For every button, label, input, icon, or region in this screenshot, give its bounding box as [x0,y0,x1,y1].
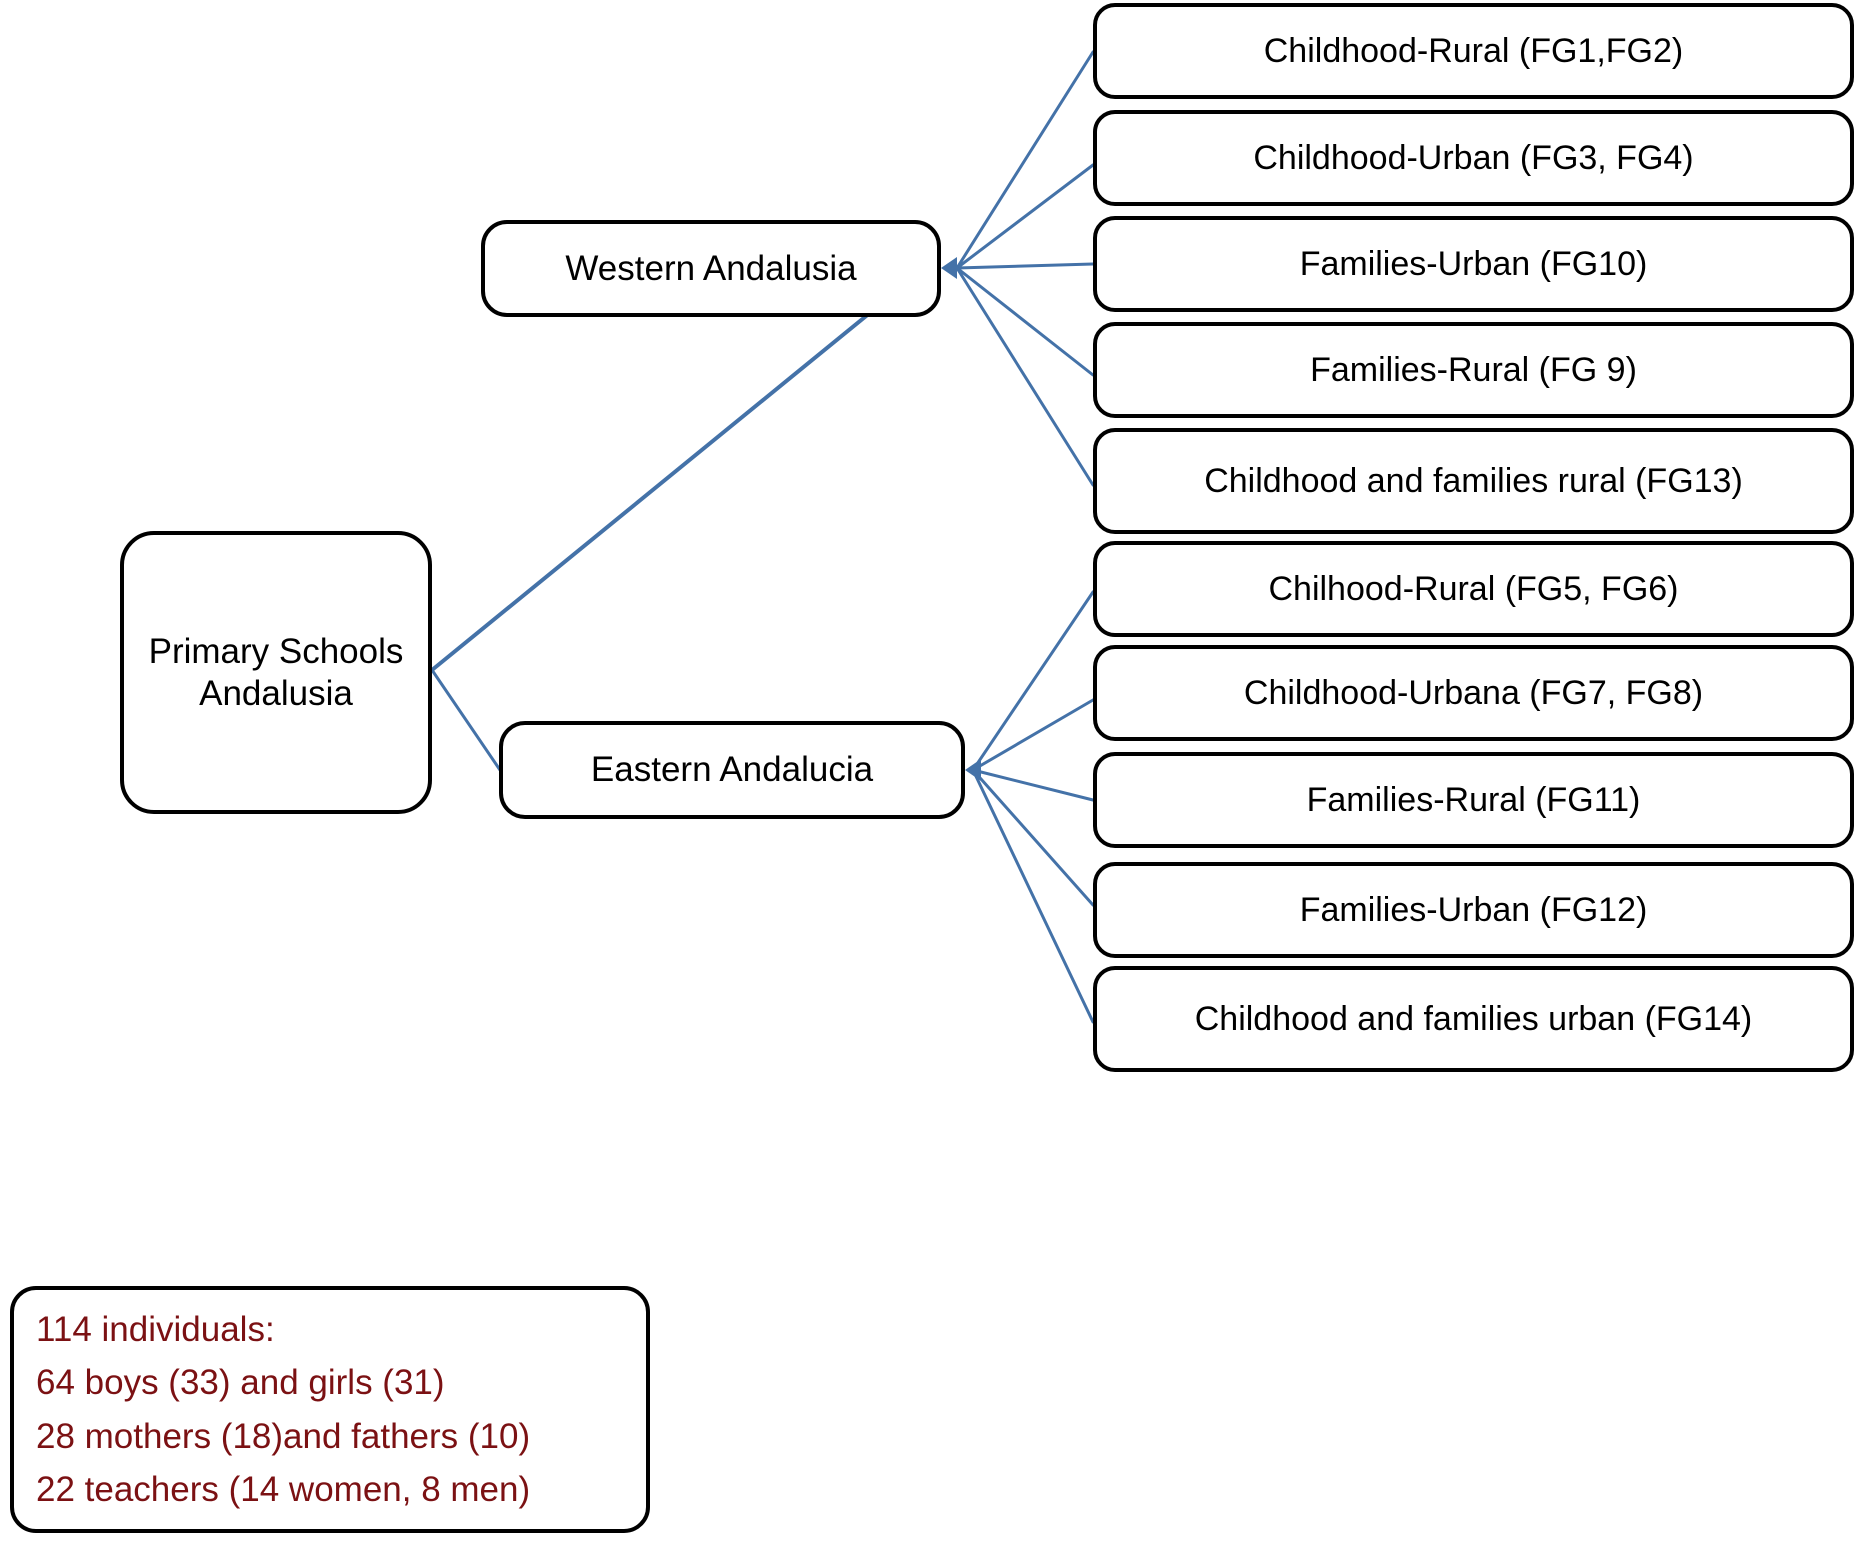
node-eastern-andalucia[interactable]: Eastern Andalucia [499,721,965,819]
legend-line-1: 64 boys (33) and girls (31) [36,1363,445,1403]
node-western-andalusia[interactable]: Western Andalusia [481,220,941,317]
node-fg13[interactable]: Childhood and families rural (FG13) [1093,428,1854,534]
node-label: Childhood-Urban (FG3, FG4) [1253,138,1694,177]
node-label: Eastern Andalucia [590,750,874,790]
node-label: Childhood and families urban (FG14) [1194,999,1753,1038]
node-fg9[interactable]: Families-Rural (FG 9) [1093,322,1854,418]
node-fg7-fg8[interactable]: Childhood-Urbana (FG7, FG8) [1093,645,1854,741]
node-label: Childhood and families rural (FG13) [1204,461,1743,500]
node-label: Families-Urban (FG12) [1299,890,1648,929]
node-label: Childhood-Urbana (FG7, FG8) [1243,673,1704,712]
legend-line-0: 114 individuals: [36,1310,275,1350]
participants-summary-box: 114 individuals: 64 boys (33) and girls … [10,1286,650,1533]
node-label: Families-Rural (FG 9) [1310,350,1637,389]
node-fg14[interactable]: Childhood and families urban (FG14) [1093,966,1854,1072]
node-fg12[interactable]: Families-Urban (FG12) [1093,862,1854,958]
node-fg5-fg6[interactable]: Chilhood-Rural (FG5, FG6) [1093,541,1854,637]
node-label: Chilhood-Rural (FG5, FG6) [1268,569,1679,608]
node-label: Families-Rural (FG11) [1306,780,1641,819]
node-primary-schools-andalusia[interactable]: Primary Schools Andalusia [120,531,432,814]
node-fg10[interactable]: Families-Urban (FG10) [1093,216,1854,312]
legend-line-2: 28 mothers (18)and fathers (10) [36,1416,531,1456]
node-label: Childhood-Rural (FG1,FG2) [1263,31,1684,70]
node-fg11[interactable]: Families-Rural (FG11) [1093,752,1854,848]
legend-line-3: 22 teachers (14 women, 8 men) [36,1469,531,1509]
node-fg3-fg4[interactable]: Childhood-Urban (FG3, FG4) [1093,110,1854,206]
node-label: Primary Schools Andalusia [148,632,404,713]
node-fg1-fg2[interactable]: Childhood-Rural (FG1,FG2) [1093,3,1854,99]
node-label: Families-Urban (FG10) [1299,244,1648,283]
node-label: Western Andalusia [565,248,857,288]
